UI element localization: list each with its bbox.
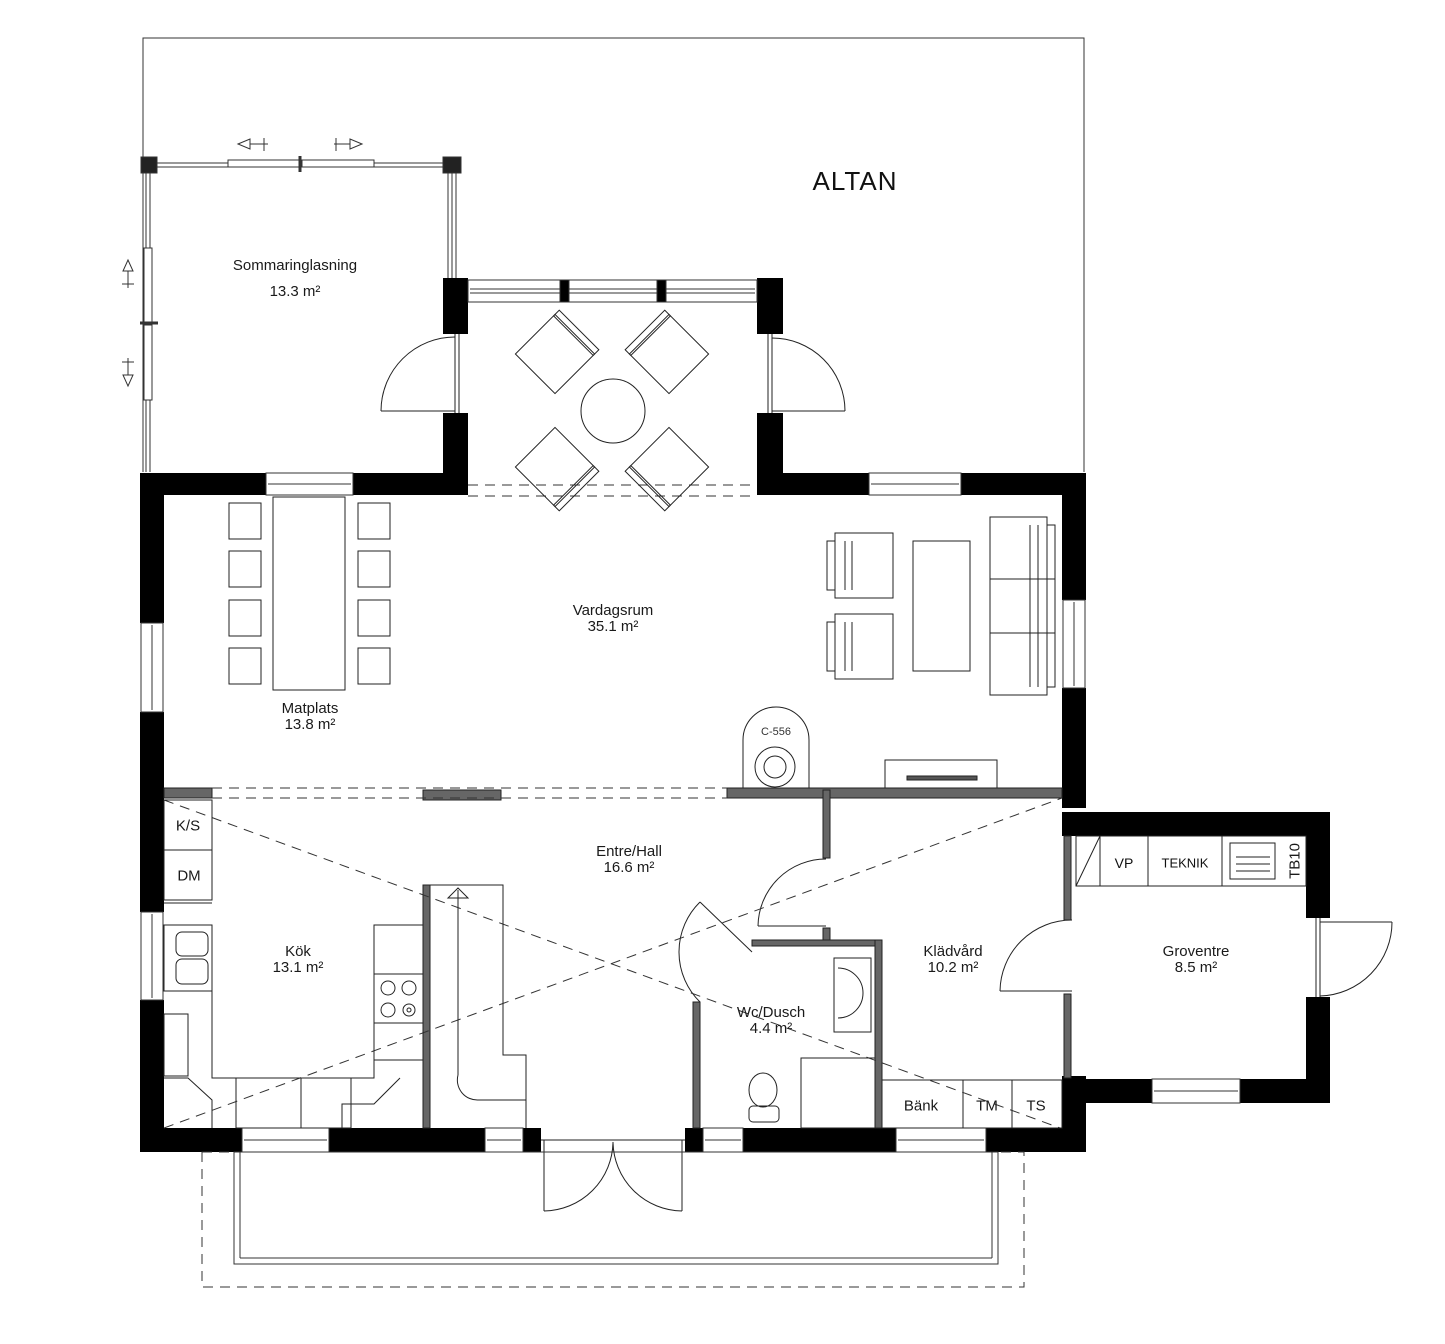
living-furniture [742,516,1056,789]
room-kok[interactable]: Kök 13.1 m² [273,944,324,976]
fixture-bank: Bänk [903,1097,939,1115]
porch-glazing [233,1151,999,1265]
room-area: 13.1 m² [272,959,324,976]
room-name: Groventre [1162,943,1230,960]
bay-furniture [514,309,710,512]
room-area: 13.3 m² [269,283,321,300]
room-matplats[interactable]: Matplats 13.8 m² [282,701,339,733]
fixture-ts: TS [1026,1097,1046,1115]
windows [140,279,1241,1153]
interior-walls [163,787,1072,1129]
room-name: Sommaringlasning [232,257,358,274]
room-entre-hall[interactable]: Entre/Hall 16.6 m² [596,844,662,876]
fixture-tm: TM [976,1097,998,1115]
altan-deck-outline [142,37,1085,472]
room-area: 4.4 m² [749,1020,793,1037]
fixture-vp: VP [1114,855,1134,871]
fixture-dm: DM [177,867,201,885]
fixture-ks: K/S [175,817,201,835]
dashed-lines [163,484,1220,1288]
room-name: Wc/Dusch [736,1004,806,1021]
wc-fixtures [748,835,1307,1129]
room-name: Klädvård [923,943,983,960]
room-area: 10.2 m² [927,959,979,976]
fixture-teknik: TEKNIK [1161,855,1209,871]
room-area: 13.8 m² [284,716,336,733]
room-sommaringlasning[interactable]: Sommaringlasning 13.3 m² [233,253,357,305]
doors [380,334,1393,1212]
room-wc-dusch[interactable]: Wc/Dusch 4.4 m² [737,1005,805,1037]
fixture-tb10: TB10 [1286,843,1304,879]
altan-label: ALTAN [812,166,898,196]
room-name: Vardagsrum [572,602,654,619]
room-name: Matplats [281,700,339,717]
room-area: 16.6 m² [603,859,655,876]
kitchen-fixtures [163,799,527,1129]
room-kladvard[interactable]: Klädvård 10.2 m² [923,944,982,976]
room-groventre[interactable]: Groventre 8.5 m² [1163,944,1230,976]
room-name: Entre/Hall [596,843,662,860]
room-area: 8.5 m² [1174,959,1218,976]
room-name: Kök [285,943,311,960]
summer-glazing [122,138,462,472]
fireplace-label: C-556 [761,726,791,738]
room-area: 35.1 m² [587,618,639,635]
room-vardagsrum[interactable]: Vardagsrum 35.1 m² [573,603,654,635]
dining-furniture [228,496,391,691]
walls [140,278,1330,1152]
